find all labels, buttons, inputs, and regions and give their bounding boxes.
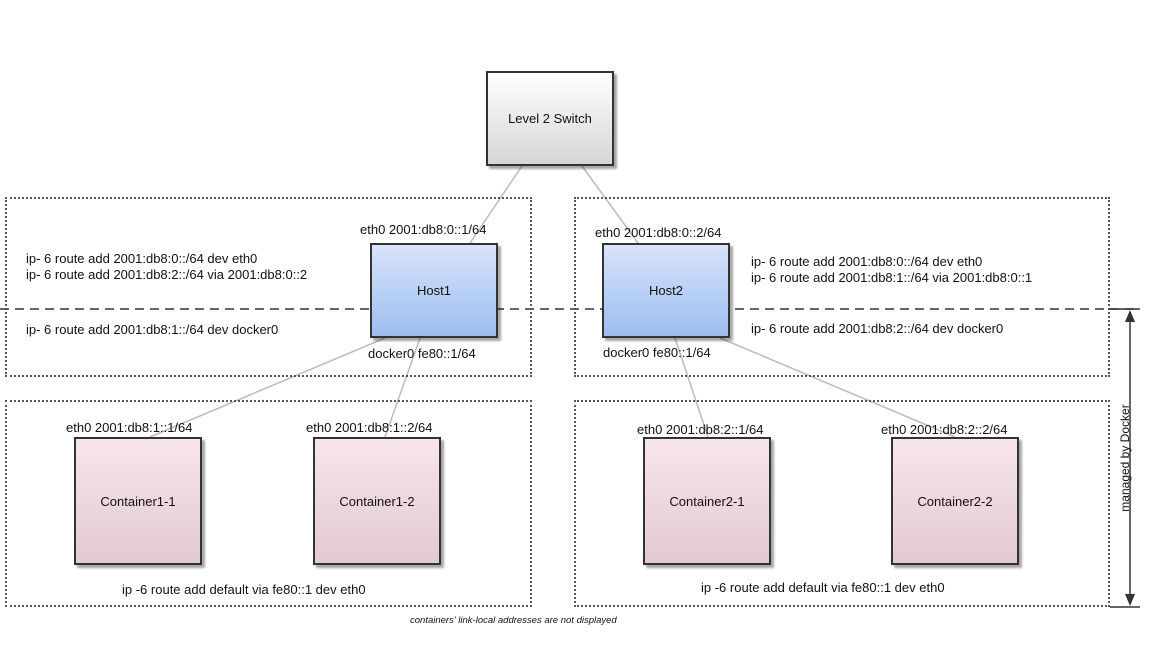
switch-label: Level 2 Switch bbox=[508, 111, 592, 126]
host2-route-3: ip- 6 route add 2001:db8:2::/64 dev dock… bbox=[751, 321, 1004, 336]
link-host2-c22 bbox=[719, 337, 956, 438]
container1-1-node[interactable]: Container1-1 bbox=[74, 437, 202, 565]
left-containers-default-route: ip -6 route add default via fe80::1 dev … bbox=[122, 582, 366, 597]
level2-switch-node[interactable]: Level 2 Switch bbox=[486, 71, 614, 166]
link-host1-c12 bbox=[384, 337, 421, 438]
container1-2-node[interactable]: Container1-2 bbox=[313, 437, 441, 565]
container2-1-node[interactable]: Container2-1 bbox=[643, 437, 771, 565]
host1-route-3: ip- 6 route add 2001:db8:1::/64 dev dock… bbox=[26, 322, 279, 337]
host1-node[interactable]: Host1 bbox=[370, 243, 498, 338]
container2-2-label: Container2-2 bbox=[917, 493, 993, 509]
container2-2-node[interactable]: Container2-2 bbox=[891, 437, 1019, 565]
host2-docker0-address: docker0 fe80::1/64 bbox=[603, 345, 711, 360]
host2-node[interactable]: Host2 bbox=[602, 243, 730, 338]
container1-1-eth0-address: eth0 2001:db8:1::1/64 bbox=[66, 420, 193, 435]
host1-route-1: ip- 6 route add 2001:db8:0::/64 dev eth0 bbox=[26, 251, 258, 266]
link-switch-host2 bbox=[581, 165, 639, 244]
host2-zone bbox=[574, 197, 1110, 377]
host2-route-1: ip- 6 route add 2001:db8:0::/64 dev eth0 bbox=[751, 254, 983, 269]
host1-docker0-address: docker0 fe80::1/64 bbox=[368, 346, 476, 361]
container2-1-label: Container2-1 bbox=[669, 493, 745, 509]
link-switch-host1 bbox=[469, 165, 523, 244]
managed-by-docker-label: managed by Docker bbox=[1118, 404, 1132, 512]
host2-label: Host2 bbox=[649, 283, 683, 298]
link-host1-c11 bbox=[149, 337, 386, 438]
host1-label: Host1 bbox=[417, 283, 451, 298]
host1-zone bbox=[5, 197, 532, 377]
container2-2-eth0-address: eth0 2001:db8:2::2/64 bbox=[881, 422, 1008, 437]
link-host2-c21 bbox=[674, 337, 709, 438]
host1-eth0-address: eth0 2001:db8:0::1/64 bbox=[360, 222, 487, 237]
host1-containers-zone bbox=[5, 400, 532, 607]
footnote: containers' link-local addresses are not… bbox=[410, 615, 617, 626]
host2-eth0-address: eth0 2001:db8:0::2/64 bbox=[595, 225, 722, 240]
managed-arrow-up bbox=[1125, 310, 1135, 322]
right-containers-default-route: ip -6 route add default via fe80::1 dev … bbox=[701, 580, 945, 595]
container1-2-eth0-address: eth0 2001:db8:1::2/64 bbox=[306, 420, 433, 435]
host1-route-2: ip- 6 route add 2001:db8:2::/64 via 2001… bbox=[26, 267, 308, 282]
container2-1-eth0-address: eth0 2001:db8:2::1/64 bbox=[637, 422, 764, 437]
host2-containers-zone bbox=[574, 400, 1110, 607]
host2-route-2: ip- 6 route add 2001:db8:1::/64 via 2001… bbox=[751, 270, 1033, 285]
managed-arrow-down bbox=[1125, 594, 1135, 606]
container1-1-label: Container1-1 bbox=[100, 493, 176, 509]
container1-2-label: Container1-2 bbox=[339, 493, 415, 509]
